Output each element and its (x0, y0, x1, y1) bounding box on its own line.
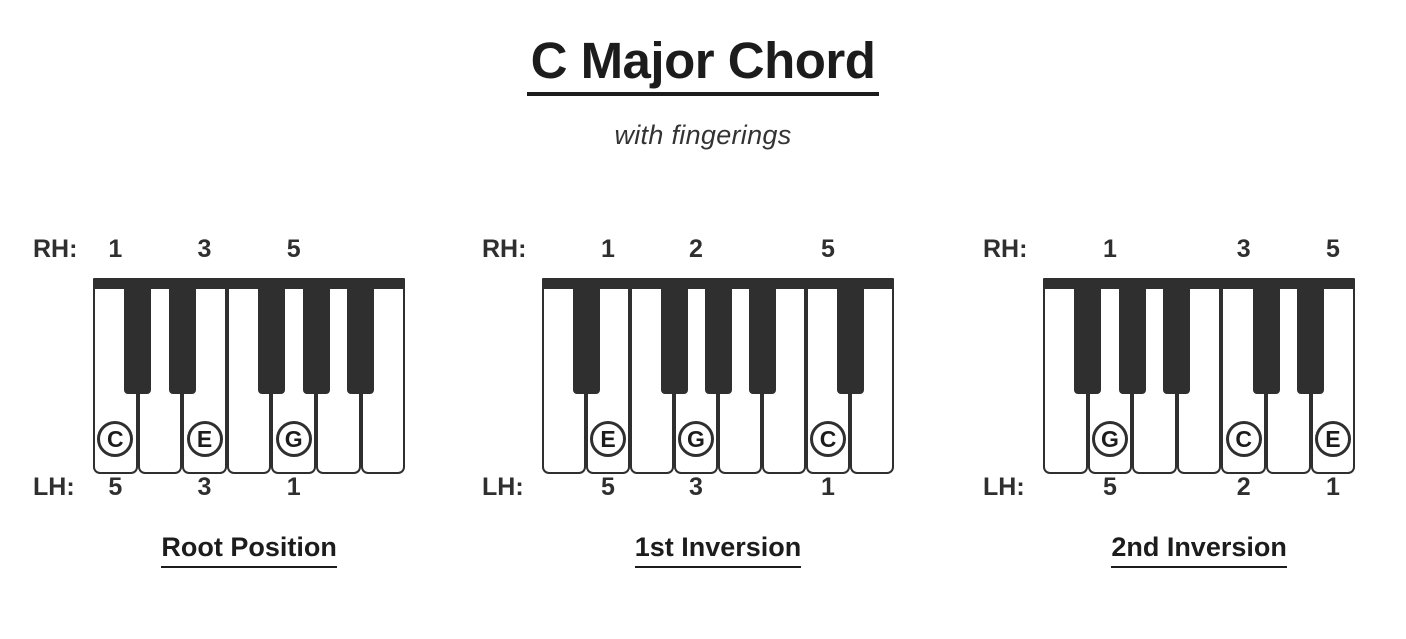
black-key[interactable] (1074, 278, 1102, 394)
diagram-caption: 2nd Inversion (1043, 532, 1355, 568)
black-key[interactable] (124, 278, 152, 394)
right-hand-finger-number: 1 (1102, 235, 1117, 263)
diagram-caption: Root Position (93, 532, 405, 568)
diagram-caption: 1st Inversion (542, 532, 894, 568)
left-hand-finger-number: 1 (821, 473, 835, 501)
left-hand-finger-number: 2 (1236, 473, 1251, 501)
left-hand-finger-number: 5 (601, 473, 615, 501)
note-marker: C (1225, 421, 1262, 457)
left-hand-label: LH: (482, 473, 524, 501)
left-hand-finger-number: 1 (1325, 473, 1340, 501)
left-hand-fingering-row: LH: 5 3 1 (33, 470, 405, 504)
black-key[interactable] (1297, 278, 1325, 394)
right-hand-fingering-row: RH: 1 3 5 (33, 232, 405, 266)
right-hand-finger-number: 5 (1325, 235, 1340, 263)
diagram-caption-text: 1st Inversion (634, 532, 802, 568)
black-key[interactable] (347, 278, 375, 394)
left-hand-finger-number: 5 (108, 473, 123, 501)
left-hand-finger-number: 5 (1102, 473, 1117, 501)
note-marker: E (186, 421, 223, 457)
right-hand-finger-number: 2 (689, 235, 703, 263)
right-hand-finger-number: 5 (286, 235, 301, 263)
right-hand-label: RH: (482, 235, 527, 263)
left-hand-fingering-row: LH: 5 2 1 (983, 470, 1355, 504)
page-subtitle: with fingerings (614, 119, 792, 150)
black-key[interactable] (1252, 278, 1280, 394)
black-key[interactable] (257, 278, 285, 394)
left-hand-label: LH: (33, 473, 75, 501)
right-hand-fingering-row: RH: 1 2 5 (482, 232, 894, 266)
black-key[interactable] (704, 278, 732, 394)
black-key[interactable] (572, 278, 600, 394)
black-key[interactable] (836, 278, 864, 394)
right-hand-fingering-row: RH: 1 3 5 (983, 232, 1355, 266)
left-hand-finger-number: 3 (197, 473, 212, 501)
right-hand-finger-number: 3 (197, 235, 212, 263)
black-key[interactable] (1163, 278, 1191, 394)
note-marker: G (275, 421, 312, 457)
diagram-caption-text: Root Position (161, 532, 337, 568)
note-marker: C (810, 421, 846, 457)
left-hand-finger-number: 3 (689, 473, 703, 501)
page-title: C Major Chord (526, 34, 880, 96)
right-hand-label: RH: (983, 235, 1028, 263)
right-hand-finger-number: 5 (821, 235, 835, 263)
note-marker: E (590, 421, 626, 457)
right-hand-finger-number: 1 (108, 235, 123, 263)
left-hand-finger-number: 1 (286, 473, 301, 501)
diagram-caption-text: 2nd Inversion (1111, 532, 1287, 568)
note-marker: C (97, 421, 134, 457)
note-marker: G (1091, 421, 1128, 457)
right-hand-label: RH: (33, 235, 78, 263)
left-hand-label: LH: (983, 473, 1025, 501)
note-marker: E (1314, 421, 1351, 457)
black-key[interactable] (168, 278, 196, 394)
black-key[interactable] (748, 278, 776, 394)
right-hand-finger-number: 1 (601, 235, 615, 263)
black-key[interactable] (302, 278, 330, 394)
left-hand-fingering-row: LH: 5 3 1 (482, 470, 894, 504)
black-key[interactable] (1118, 278, 1146, 394)
black-key[interactable] (660, 278, 688, 394)
header: C Major Chord with fingerings (0, 0, 1406, 151)
note-marker: G (678, 421, 714, 457)
right-hand-finger-number: 3 (1236, 235, 1251, 263)
